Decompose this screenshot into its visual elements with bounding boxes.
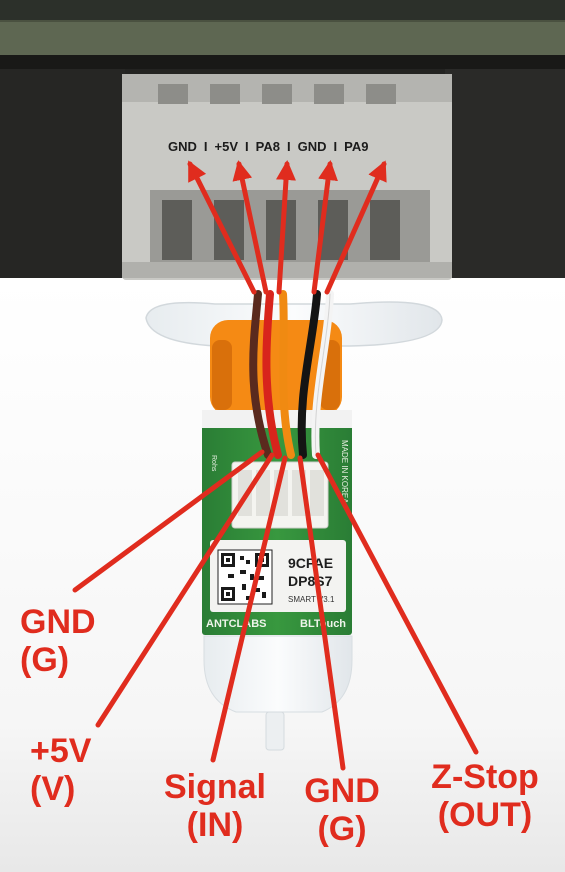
arrow-pa8-connector xyxy=(276,160,296,295)
pin-separator: I xyxy=(203,138,208,154)
pcb-side-marks: Rohs xyxy=(210,455,217,472)
arrow-pa9-connector xyxy=(324,160,387,295)
wire-bundle xyxy=(249,290,334,459)
connector-pin-labels: GND I +5V I PA8 I GND I PA9 xyxy=(168,135,418,157)
upper-arrows xyxy=(187,160,387,295)
pin-label-5v: +5V xyxy=(214,138,239,154)
wire-label-signal-code: (IN) xyxy=(186,806,244,845)
wire-label-gnd: GND (G) xyxy=(20,603,120,679)
wire-label-gnd2-code: (G) xyxy=(317,810,367,849)
line-gnd xyxy=(72,449,265,593)
wire-label-5v-name: +5V xyxy=(30,732,92,770)
lower-lines xyxy=(72,449,479,771)
pin-separator: I xyxy=(286,138,291,154)
wire-label-gnd2-name: GND xyxy=(304,772,380,810)
pcb-version: SMART V3.1 xyxy=(288,595,335,604)
arrow-5v-connector xyxy=(232,160,269,295)
pin-label-gnd2: GND xyxy=(297,138,327,154)
pcb-code-line2: DP8S7 xyxy=(288,573,333,589)
wire-orange xyxy=(279,290,295,459)
line-gnd2 xyxy=(297,455,346,771)
line-signal xyxy=(210,455,288,763)
wire-black xyxy=(297,290,321,459)
wire-label-5v-code: (V) xyxy=(30,770,76,809)
pin-label-gnd: GND xyxy=(168,138,197,154)
wire-label-gnd2: GND (G) xyxy=(292,772,392,848)
wire-label-5v: +5V (V) xyxy=(30,732,120,808)
wire-label-gnd-code: (G) xyxy=(20,641,70,680)
pcb-code-line1: 9CFAE xyxy=(288,555,333,571)
pin-label-pa8: PA8 xyxy=(255,138,280,154)
wire-label-zstop-code: (OUT) xyxy=(437,796,533,835)
wire-label-zstop-name: Z-Stop xyxy=(431,758,539,796)
pin-label-pa9: PA9 xyxy=(344,138,369,154)
qr-code xyxy=(217,549,273,605)
wire-brown xyxy=(249,290,272,459)
probe-lower-housing xyxy=(203,635,353,713)
made-in-label: MADE IN KOREA xyxy=(340,440,349,504)
pin-separator: I xyxy=(333,138,338,154)
probe-pin xyxy=(265,711,285,751)
line-5v xyxy=(95,452,275,728)
pcb-brand: ANTCLABS xyxy=(206,618,267,630)
line-zstop xyxy=(315,452,479,755)
wire-label-gnd-name: GND xyxy=(20,603,96,641)
wire-label-zstop: Z-Stop (OUT) xyxy=(415,758,555,834)
wire-red xyxy=(262,290,282,459)
arrow-gnd-connector xyxy=(187,160,257,295)
pin-separator: I xyxy=(245,138,249,154)
arrow-gnd2-connector xyxy=(311,160,338,295)
wire-label-signal: Signal (IN) xyxy=(150,768,280,844)
wire-label-signal-name: Signal xyxy=(163,768,267,806)
